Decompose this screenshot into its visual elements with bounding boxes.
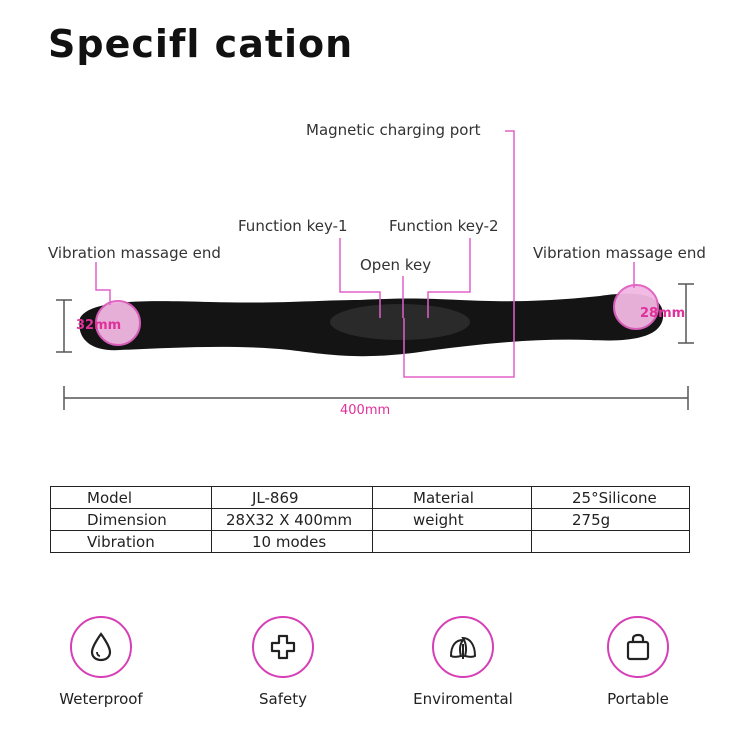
vibration-end-right-marker (613, 284, 659, 330)
leaf-icon (432, 616, 494, 678)
length-label: 400mm (340, 403, 391, 418)
spec-value-dimension: 28X32 X 400mm (211, 508, 373, 531)
product-diagram (56, 130, 694, 410)
feature-safety: Safety (218, 616, 348, 708)
function-key-1-label: Function key-1 (238, 217, 348, 235)
spec-label-dimension: Dimension (50, 508, 212, 531)
water-drop-icon (70, 616, 132, 678)
height-right-label: 28mm (640, 306, 686, 321)
spec-value-model: JL-869 (211, 486, 373, 509)
height-left-label: 32mm (76, 318, 122, 333)
spec-value-weight: 275g (531, 508, 690, 531)
function-key-2-label: Function key-2 (389, 217, 499, 235)
spec-value-material: 25°Silicone (531, 486, 690, 509)
spec-table: Model JL-869 Material 25°Silicone Dimens… (50, 486, 690, 553)
open-key-label: Open key (360, 256, 432, 274)
table-row: Vibration 10 modes (50, 530, 690, 553)
bag-icon (607, 616, 669, 678)
feature-label: Safety (259, 690, 307, 708)
page-title: Specifl cation (48, 22, 354, 66)
table-row: Model JL-869 Material 25°Silicone (50, 486, 690, 509)
spec-label-vibration: Vibration (50, 530, 212, 553)
spec-label-weight: weight (372, 508, 532, 531)
feature-portable: Portable (573, 616, 703, 708)
table-row: Dimension 28X32 X 400mm weight 275g (50, 508, 690, 531)
feature-environmental: Enviromental (398, 616, 528, 708)
cross-icon (252, 616, 314, 678)
spec-empty-cell (372, 530, 532, 553)
spec-value-vibration: 10 modes (211, 530, 373, 553)
magnetic-port-label: Magnetic charging port (306, 121, 481, 139)
feature-waterproof: Weterproof (36, 616, 166, 708)
spec-label-material: Material (372, 486, 532, 509)
feature-label: Portable (607, 690, 669, 708)
vibration-right-label: Vibration massage end (533, 244, 706, 262)
spec-label-model: Model (50, 486, 212, 509)
feature-label: Weterproof (59, 690, 143, 708)
vibration-left-label: Vibration massage end (48, 244, 221, 262)
spec-empty-cell (531, 530, 690, 553)
feature-label: Enviromental (413, 690, 513, 708)
vibration-end-left-marker (95, 300, 141, 346)
